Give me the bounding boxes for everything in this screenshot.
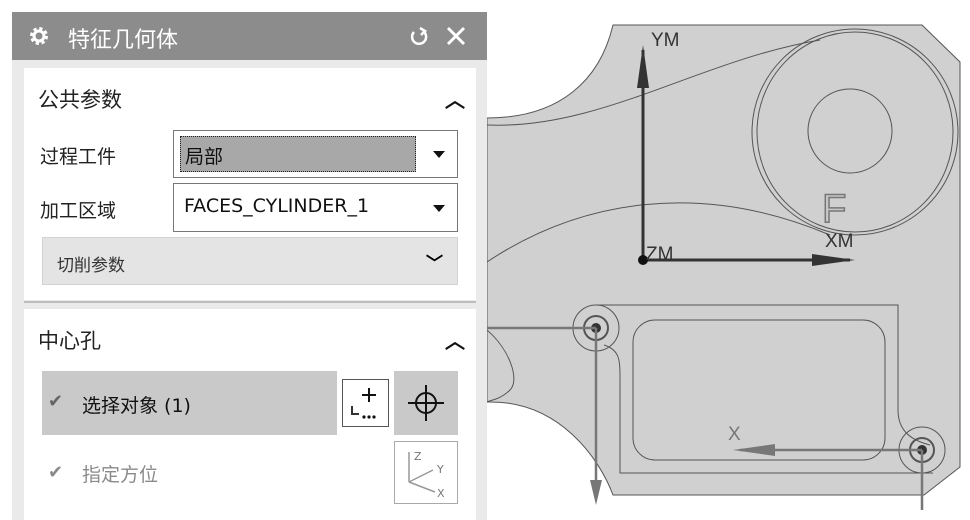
close-icon[interactable] [445, 25, 467, 47]
svg-text:X: X [437, 487, 445, 500]
machining-area-label: 加工区域 [40, 200, 117, 222]
ym-axis-label: YM [651, 30, 680, 51]
csys-icon: Z Y X [408, 450, 445, 500]
dialog-title: 特征几何体 [68, 28, 179, 53]
dropdown-arrow-icon [433, 151, 445, 158]
process-workpiece-value: 局部 [180, 136, 416, 172]
dialog-title-bar: 特征几何体 [12, 12, 487, 60]
local-x-axis-label: X [728, 424, 741, 445]
machining-area-value: FACES_CYLINDER_1 [184, 195, 370, 217]
boss-outer [751, 28, 959, 236]
chevron-down-icon: ﹀ [426, 254, 443, 274]
center-hole-2 [733, 426, 946, 510]
zm-axis-label: ZM [646, 244, 673, 265]
select-object-label: 选择对象 (1) [82, 395, 191, 417]
boss-hole [807, 88, 893, 174]
check-icon: ✔ [48, 391, 64, 412]
cad-viewport[interactable]: F YM XM ZM X [487, 0, 970, 520]
feature-label: F [822, 187, 846, 231]
process-workpiece-dropdown[interactable]: 局部 [173, 130, 458, 178]
center-hole-1 [487, 304, 620, 505]
pocket [632, 319, 886, 461]
common-params-header[interactable]: 公共参数 [38, 88, 122, 112]
machining-area-dropdown[interactable]: FACES_CYLINDER_1 [173, 183, 458, 232]
svg-text:Z: Z [414, 450, 422, 463]
csys-button[interactable]: Z Y X [394, 441, 458, 504]
process-workpiece-label: 过程工件 [40, 146, 117, 168]
check-icon: ✔ [48, 462, 64, 483]
specify-orientation-label: 指定方位 [82, 464, 159, 486]
crosshair-button[interactable] [394, 371, 458, 435]
chevron-up-icon[interactable]: ︿ [445, 88, 465, 112]
center-hole-header[interactable]: 中心孔 [38, 329, 101, 353]
xm-axis-label: XM [825, 231, 854, 252]
cut-params-expander[interactable]: 切削参数 ﹀ [42, 237, 458, 285]
gear-icon [30, 27, 48, 45]
dropdown-arrow-icon [433, 204, 445, 212]
chevron-up-icon[interactable]: ︿ [445, 329, 465, 353]
crosshair-icon [408, 385, 444, 421]
select-object-row[interactable]: ✔ 选择对象 (1) [42, 371, 337, 435]
svg-text:Y: Y [436, 463, 444, 476]
cut-params-label: 切削参数 [57, 256, 125, 276]
section-divider [24, 301, 476, 303]
add-point-icon [351, 388, 376, 419]
refresh-icon[interactable] [408, 26, 430, 48]
point-dialog-button[interactable] [342, 379, 389, 427]
